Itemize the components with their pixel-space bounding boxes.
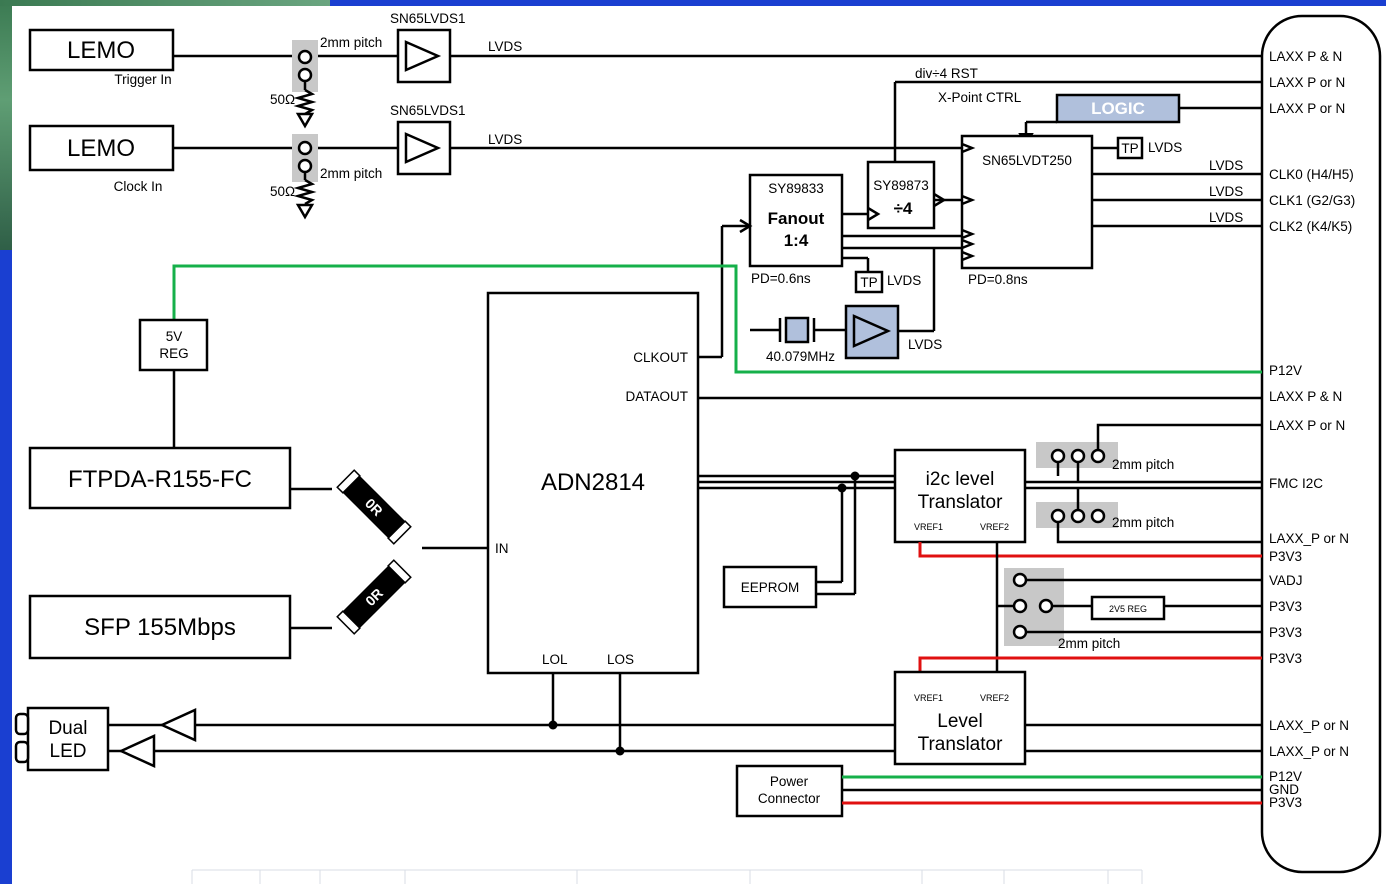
sy89873-block	[868, 162, 934, 228]
level-line2: Translator	[918, 734, 1003, 755]
reg5v-block	[140, 320, 207, 370]
adn2814-dataout: DATAOUT	[626, 389, 689, 404]
ohm-label-1: 50Ω	[270, 92, 295, 107]
fmc-pin-6: P12V	[1269, 363, 1302, 378]
fmc-pin-20: P3V3	[1269, 795, 1302, 810]
crystal	[786, 318, 808, 342]
fmc-pin-10: LAXX_P or N	[1269, 531, 1349, 546]
fmc-pin-5: CLK2 (K4/K5)	[1269, 219, 1352, 234]
fmc-pin-12: VADJ	[1269, 573, 1303, 588]
logic-label: LOGIC	[1091, 99, 1145, 118]
buffer-mid-label: SN65LVDS1	[390, 103, 466, 118]
adn2814-in: IN	[495, 541, 509, 556]
crystal-freq: 40.079MHz	[766, 349, 835, 364]
lvds-label-5: LVDS	[1209, 184, 1243, 199]
led-driver-bottom	[121, 736, 154, 766]
sfp-label: SFP 155Mbps	[84, 614, 236, 641]
i2c-vref1: VREF1	[914, 522, 943, 532]
background-table-lines	[192, 870, 1142, 884]
lemo-clock-caption: Clock In	[114, 179, 163, 194]
fmc-pin-14: P3V3	[1269, 625, 1302, 640]
buffer-top-label: SN65LVDS1	[390, 11, 466, 26]
pitch-label-1: 2mm pitch	[320, 35, 382, 50]
fmc-pin-15: P3V3	[1269, 651, 1302, 666]
pd-lvdt-label: PD=0.8ns	[968, 272, 1028, 287]
div-rst-label: div÷4 RST	[915, 66, 978, 81]
power-line2: Connector	[758, 791, 821, 806]
lvds-label-3: LVDS	[1148, 140, 1182, 155]
i2c-vref2: VREF2	[980, 522, 1009, 532]
i2c-line1: i2c level	[926, 469, 995, 490]
xpoint-label: X-Point CTRL	[938, 90, 1022, 105]
lvds-label-4: LVDS	[1209, 158, 1243, 173]
fmc-pin-8: LAXX P or N	[1269, 418, 1345, 433]
sy89833-part: SY89833	[768, 181, 824, 196]
fmc-pin-17: LAXX_P or N	[1269, 744, 1349, 759]
fmc-pin-0: LAXX P & N	[1269, 49, 1342, 64]
level-line1: Level	[937, 711, 982, 732]
adn2814-lol: LOL	[542, 652, 568, 667]
fmc-pin-4: CLK1 (G2/G3)	[1269, 193, 1355, 208]
lvds-label-8: LVDS	[908, 337, 942, 352]
power-line1: Power	[770, 774, 809, 789]
level-vref1: VREF1	[914, 693, 943, 703]
level-vref2: VREF2	[980, 693, 1009, 703]
reg5v-line2: REG	[159, 346, 188, 361]
sy89873-part: SY89873	[873, 178, 929, 193]
lvds-label-7: LVDS	[887, 273, 921, 288]
fmc-pin-1: LAXX P or N	[1269, 75, 1345, 90]
block-diagram-canvas: LEMO Trigger In 2mm pitch 50Ω SN65LVDS1 …	[12, 6, 1386, 884]
lemo-trigger-caption: Trigger In	[114, 72, 171, 87]
fmc-pin-3: CLK0 (H4/H5)	[1269, 167, 1354, 182]
resistor-0r-bottom: 0R	[337, 560, 411, 634]
lvds-label-2: LVDS	[488, 132, 522, 147]
reg2v5-label: 2V5 REG	[1109, 604, 1147, 614]
tp-lvdt-label: TP	[1121, 141, 1138, 156]
dual-led-line1: Dual	[48, 718, 87, 739]
pitch-label-3: 2mm pitch	[1112, 457, 1174, 472]
dual-led-line2: LED	[50, 741, 87, 762]
wire-p3v3-level	[920, 658, 1262, 672]
fmc-pin-11: P3V3	[1269, 549, 1302, 564]
eeprom-label: EEPROM	[741, 580, 800, 595]
pitch-label-4: 2mm pitch	[1112, 515, 1174, 530]
fmc-pin-16: LAXX_P or N	[1269, 718, 1349, 733]
ftpda-label: FTPDA-R155-FC	[68, 466, 252, 493]
fmc-pin-9: FMC I2C	[1269, 476, 1323, 491]
sy89833-line2: 1:4	[784, 231, 809, 250]
pitch-label-5: 2mm pitch	[1058, 636, 1120, 651]
lemo-trigger-title: LEMO	[67, 37, 135, 64]
tp-fanout-label: TP	[860, 275, 877, 290]
lvds-label-1: LVDS	[488, 39, 522, 54]
led-driver-top	[162, 710, 195, 740]
fmc-pin-13: P3V3	[1269, 599, 1302, 614]
sy89833-line1: Fanout	[768, 209, 825, 228]
reg5v-line1: 5V	[166, 329, 183, 344]
sn65lvdt250-label: SN65LVDT250	[982, 153, 1072, 168]
i2c-line2: Translator	[918, 492, 1003, 513]
fmc-pin-2: LAXX P or N	[1269, 101, 1345, 116]
ohm-label-2: 50Ω	[270, 184, 295, 199]
adn2814-los: LOS	[607, 652, 634, 667]
background-window-edge	[0, 0, 12, 250]
fmc-pin-7: LAXX P & N	[1269, 389, 1342, 404]
pitch-label-2: 2mm pitch	[320, 166, 382, 181]
resistor-0r-top: 0R	[337, 470, 411, 544]
wire-p3v3-i2c	[920, 542, 1262, 556]
sy89873-div: ÷4	[894, 199, 913, 218]
adn2814-name: ADN2814	[541, 469, 645, 496]
sy89833-pd: PD=0.6ns	[751, 271, 811, 286]
adn2814-clkout: CLKOUT	[633, 350, 688, 365]
lemo-clock-title: LEMO	[67, 135, 135, 162]
lvds-label-6: LVDS	[1209, 210, 1243, 225]
block-diagram: LEMO Trigger In 2mm pitch 50Ω SN65LVDS1 …	[12, 6, 1386, 884]
